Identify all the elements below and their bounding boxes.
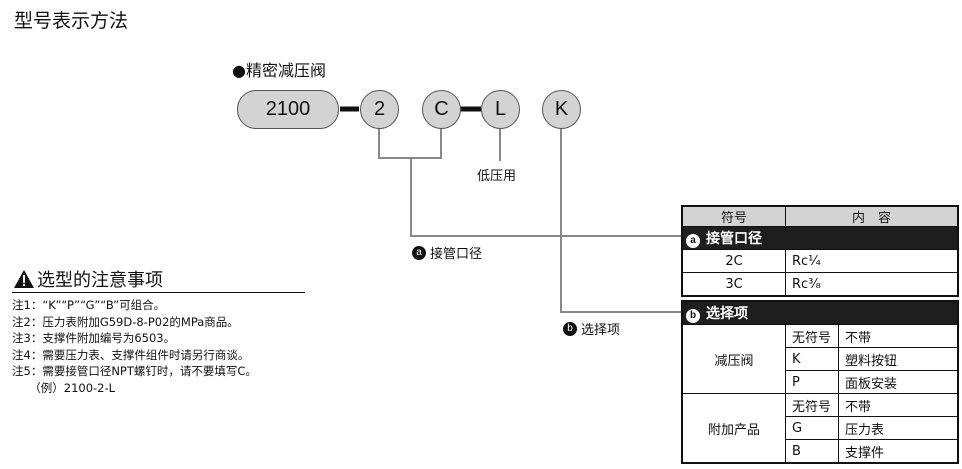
code-option: K: [542, 90, 581, 129]
badge-a-icon: a: [686, 233, 700, 248]
badge-b-icon: b: [686, 308, 700, 323]
group-name: 附加产品: [681, 393, 786, 464]
code-port-type: C: [422, 90, 461, 129]
warning-title: 选型的注意事项: [37, 270, 163, 291]
cell-code: G: [785, 416, 839, 440]
label-a-text: 接管口径: [430, 247, 483, 262]
cell-content: 面板安装: [838, 370, 959, 394]
label-b-text: 选择项: [581, 323, 621, 338]
cell-content: Rc¹⁄₄: [785, 249, 959, 273]
code-low-pressure: L: [481, 90, 520, 129]
notes-list: 注1：“K”“P”“G”“B”可组合。 注2：压力表附加G59D-8-P02的M…: [12, 297, 257, 396]
header-code: 符号: [681, 205, 786, 227]
cell-code: 无符号: [785, 324, 839, 348]
cell-content: 压力表: [838, 416, 959, 440]
note-item: 注1：“K”“P”“G”“B”可组合。: [12, 298, 166, 312]
header-content: 内 容: [785, 205, 959, 227]
code-base: 2100: [237, 90, 339, 129]
cell-content: Rc³⁄₈: [785, 272, 959, 297]
table-row: 附加产品无符号不带: [681, 393, 959, 464]
cell-content: 塑料按钮: [838, 347, 959, 371]
label-options: b 选择项: [563, 319, 620, 338]
page-title: 型号表示方法: [14, 10, 129, 32]
cell-code: P: [785, 370, 839, 394]
note-item: 注3：支撑件附加编号为6503。: [12, 331, 176, 345]
warning-icon: [14, 270, 34, 288]
table-row: 减压阀无符号不带: [681, 324, 959, 394]
cell-code: 3C: [681, 272, 786, 297]
divider: [12, 292, 305, 293]
product-subtitle: ●精密减压阀: [232, 61, 326, 80]
note-item: 注5：需要接管口径NPT螺钉时，请不要填写C。: [12, 364, 257, 378]
note-item: 注2：压力表附加G59D-8-P02的MPa商品。: [12, 314, 239, 329]
low-pressure-label: 低压用: [477, 169, 517, 184]
warning-heading: 选型的注意事项: [13, 266, 163, 292]
label-port-size: a 接管口径: [412, 243, 482, 262]
cell-code: B: [785, 439, 839, 464]
cell-code: K: [785, 347, 839, 371]
group-name: 减压阀: [681, 324, 786, 394]
code-port-number: 2: [360, 90, 399, 129]
badge-a-icon: a: [412, 245, 426, 260]
cell-content: 支撑件: [838, 439, 959, 464]
note-item: 注4：需要压力表、支撑件组件时请另行商谈。: [12, 347, 250, 362]
cell-content: 不带: [838, 393, 959, 417]
cell-code: 无符号: [785, 393, 839, 417]
note-item: （例）2100-2-L: [12, 380, 116, 395]
cell-content: 不带: [838, 324, 959, 348]
cell-code: 2C: [681, 249, 786, 273]
badge-b-icon: b: [563, 321, 577, 336]
